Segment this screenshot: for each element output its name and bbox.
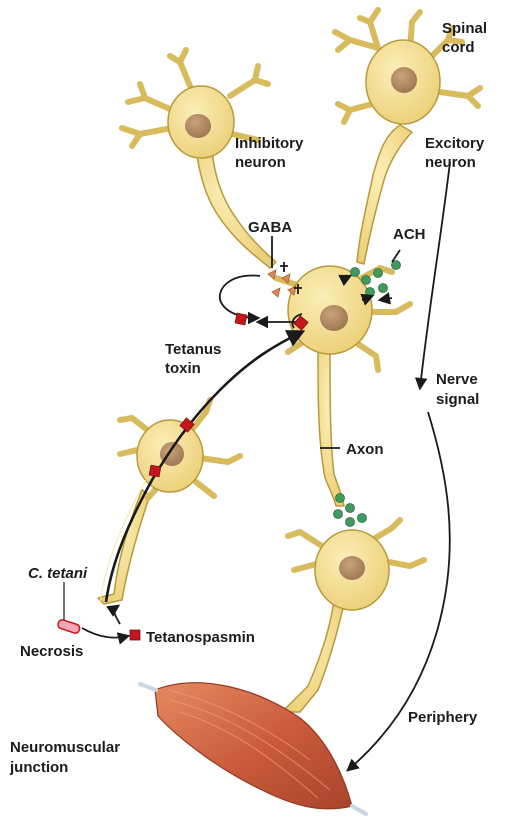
gaba-label: GABA bbox=[248, 219, 292, 236]
ach-label: ACH bbox=[393, 226, 426, 243]
spinal-cord-label-line1: Spinal bbox=[442, 20, 487, 37]
motor-neuron bbox=[276, 266, 410, 506]
periphery-label: Periphery bbox=[408, 709, 478, 726]
inhibitory-neuron-label-line1: Inhibitory bbox=[235, 135, 304, 152]
tetanospasmin-uptake-arrow bbox=[114, 606, 120, 624]
nerve-signal-label-line2: signal bbox=[436, 391, 479, 408]
gaba-inhibit-marker-1 bbox=[280, 262, 288, 272]
motor-neuron-nucleus bbox=[320, 305, 348, 331]
infected-neuron bbox=[98, 400, 240, 604]
lower-motor-neuron bbox=[282, 520, 424, 712]
spinal-cord-label-line2: cord bbox=[442, 39, 475, 56]
gaba-loop-arrow bbox=[220, 275, 260, 318]
excitory-neuron-label-line2: neuron bbox=[425, 154, 476, 171]
excitory-neuron-label-line1: Excitory bbox=[425, 135, 485, 152]
excitory-nucleus bbox=[391, 67, 417, 93]
toxin-molecules bbox=[130, 313, 308, 640]
muscle-tissue bbox=[140, 683, 366, 814]
c-tetani-bacterium bbox=[57, 619, 81, 634]
ach-release-arrow-3 bbox=[380, 298, 392, 300]
neuromuscular-junction-label-line2: junction bbox=[9, 759, 68, 776]
nerve-signal-label-line1: Nerve bbox=[436, 371, 478, 388]
toxin-transport-track bbox=[106, 332, 302, 602]
necrosis-to-toxin-arrow bbox=[82, 628, 128, 638]
lower-neuron-nucleus bbox=[339, 556, 365, 580]
neuromuscular-junction-label-line1: Neuromuscular bbox=[10, 739, 120, 756]
c-tetani-label: C. tetani bbox=[28, 565, 88, 582]
necrosis-label: Necrosis bbox=[20, 643, 83, 660]
tetanus-toxin-label-line1: Tetanus bbox=[165, 341, 221, 358]
tetanus-toxin-label-line2: toxin bbox=[165, 360, 201, 377]
axon-label: Axon bbox=[346, 441, 384, 458]
inhibitory-neuron-label-line2: neuron bbox=[235, 154, 286, 171]
inhibitory-nucleus bbox=[185, 114, 211, 138]
tetanospasmin-label: Tetanospasmin bbox=[146, 629, 255, 646]
nerve-signal-arrow-upper bbox=[420, 162, 450, 388]
